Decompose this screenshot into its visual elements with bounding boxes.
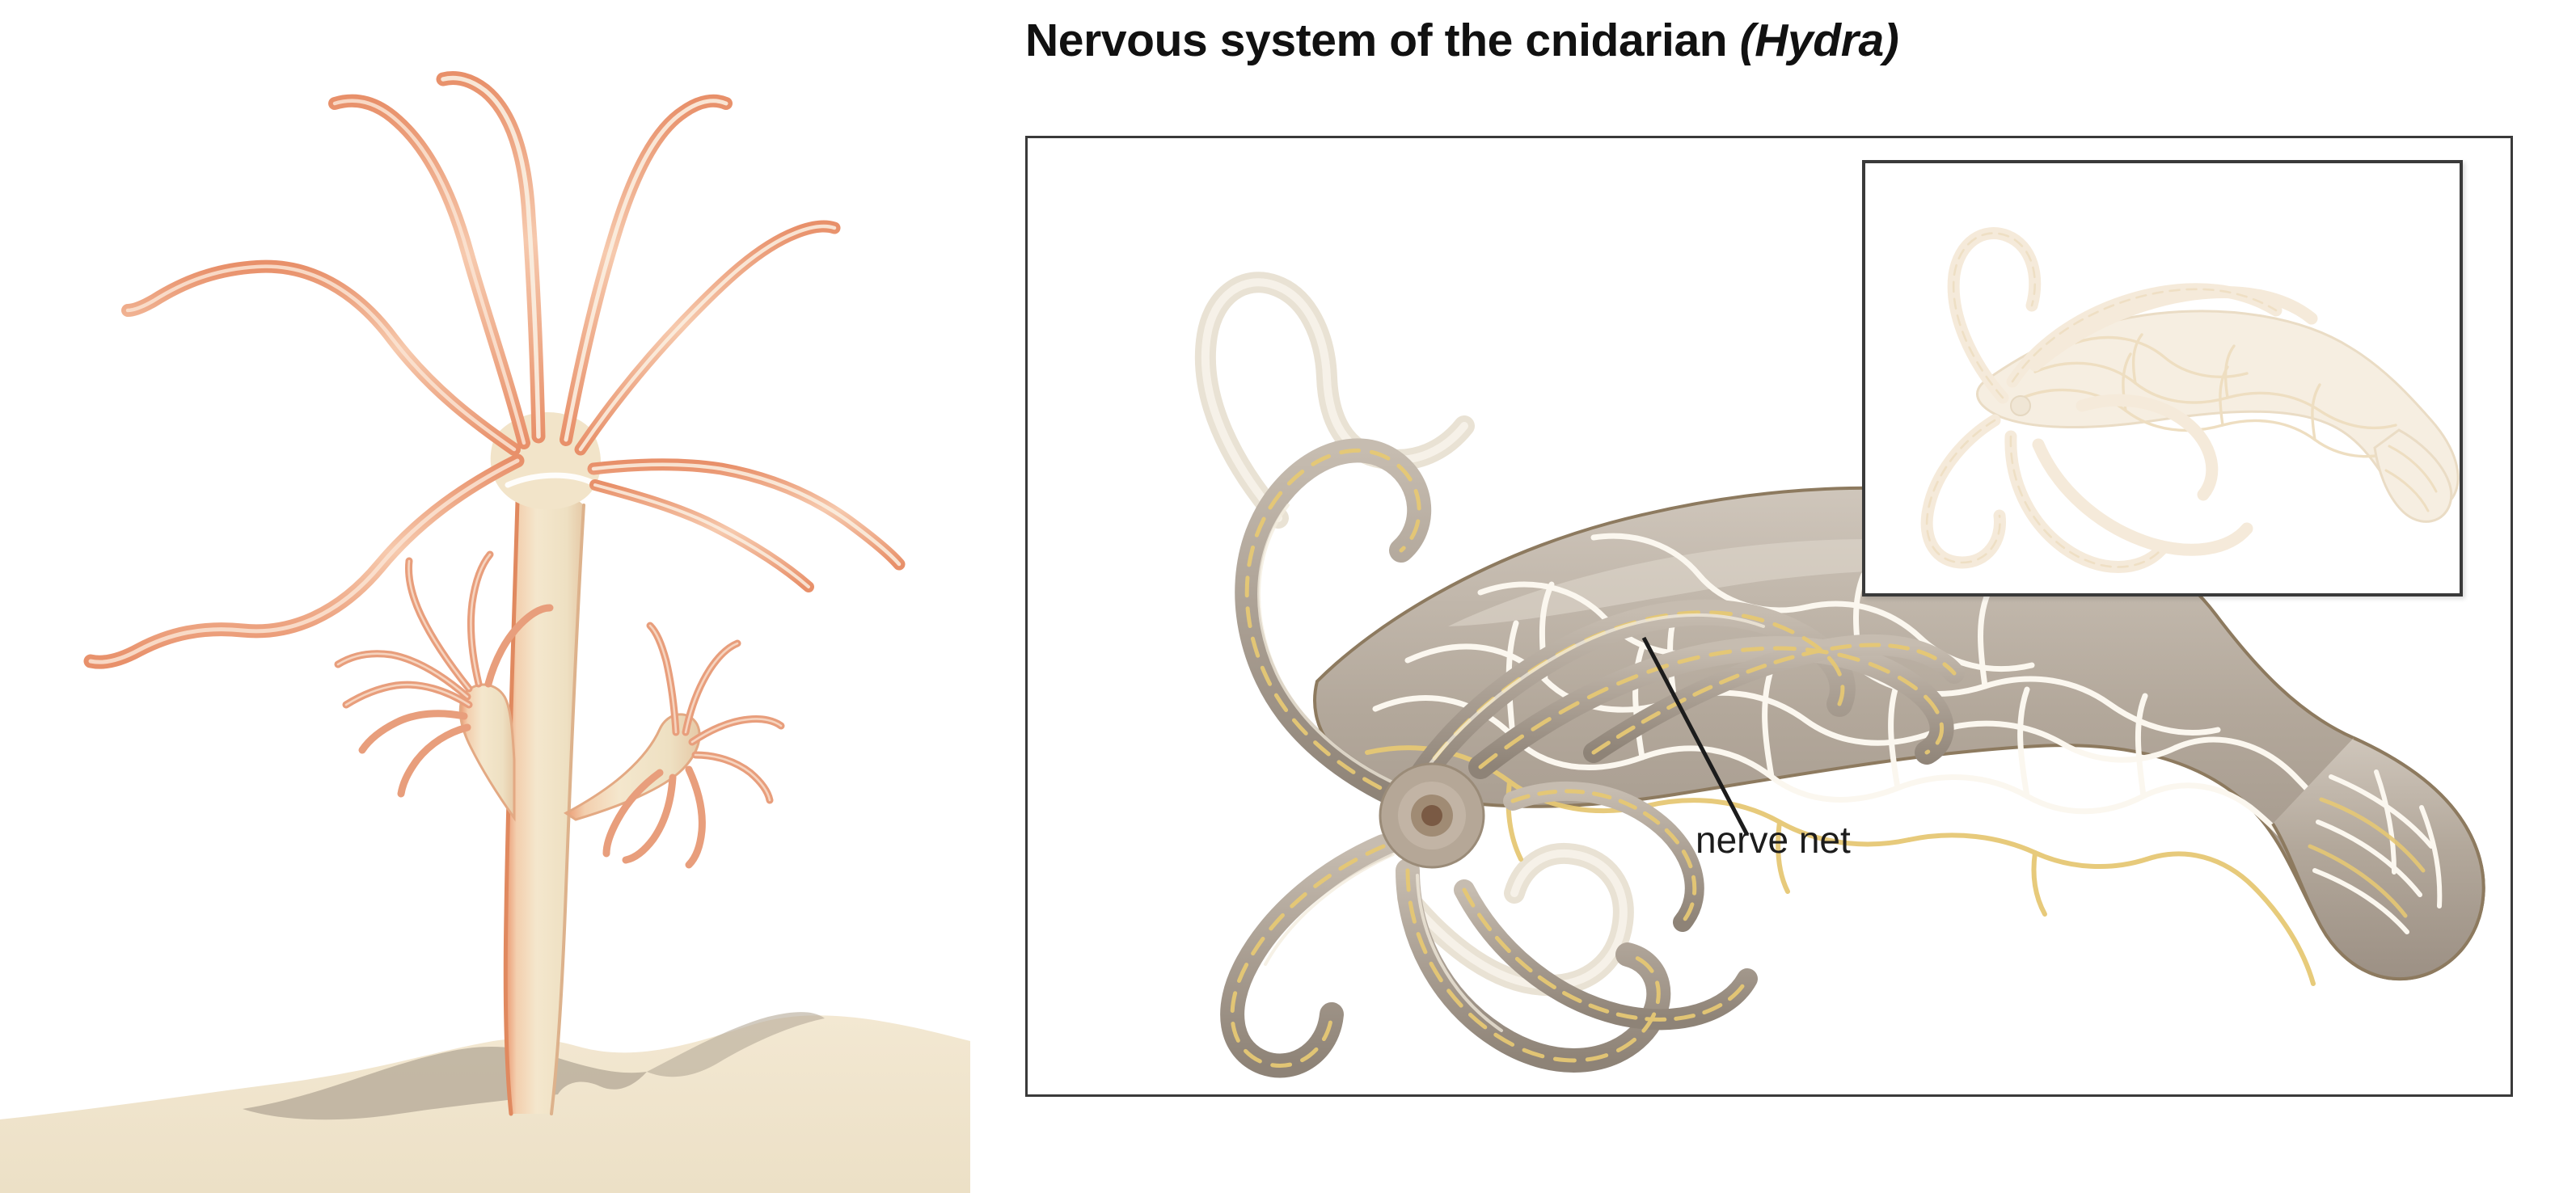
figure-title-scientific-name: (Hydra) <box>1739 15 1899 66</box>
figure-title: Nervous system of the cnidarian (Hydra) <box>1025 15 1899 66</box>
inset-hydra-illustration <box>1920 227 2460 573</box>
left-hydra-illustration <box>0 0 970 1193</box>
tentacles-foreground <box>1220 438 1965 1078</box>
nerve-net-label: nerve net <box>1696 819 1851 861</box>
hypostome-mouth-ring <box>1379 762 1485 869</box>
hydra-body-column <box>490 411 602 1116</box>
inset-micrograph-frame <box>1862 160 2463 596</box>
nerve-net-leader-line <box>1641 636 1750 837</box>
hydra-tentacles <box>83 71 906 669</box>
figure-title-main: Nervous system of the cnidarian <box>1025 15 1740 66</box>
nerve-net-mesh-gold-body <box>1365 745 2316 986</box>
figure-frame: nerve net <box>1025 136 2513 1097</box>
hydra-bud-right <box>564 622 785 869</box>
hydra-bud-left <box>334 550 554 822</box>
hydra-basal-disc <box>2271 736 2485 980</box>
substrate-sand <box>0 1012 970 1193</box>
left-hydra-svg <box>0 71 970 1193</box>
figure-panel: Nervous system of the cnidarian (Hydra) <box>1003 0 2576 1193</box>
